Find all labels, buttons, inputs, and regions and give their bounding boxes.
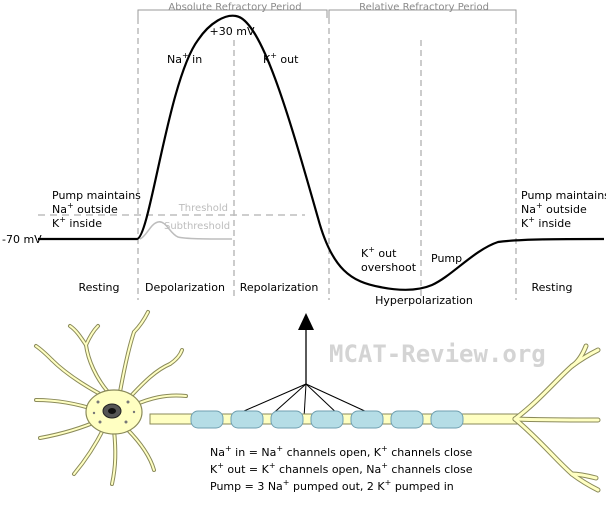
svg-text:K+ inside: K+ inside <box>52 215 102 230</box>
legend: Na+ in = Na+ channels open, K+ channels … <box>210 444 473 493</box>
resting-potential-label: -70 mV <box>2 233 42 246</box>
subthreshold-label: Subthreshold <box>164 221 230 232</box>
k-out-overshoot-label: K+ out overshoot <box>361 245 417 274</box>
absolute-refractory-bracket <box>137 9 328 18</box>
k-out-label: K+ out <box>263 51 299 66</box>
svg-text:Pump maintains: Pump maintains <box>521 189 606 202</box>
hyperpolarization-label: Hyperpolarization <box>375 294 473 307</box>
subthreshold-curve <box>139 221 233 240</box>
myelin-4 <box>310 410 344 429</box>
legend-line-2: K+ out = K+ channels open, Na+ channels … <box>210 461 473 476</box>
relative-refractory-label: Relative Refractory Period <box>359 2 489 13</box>
pump-maintains-right: Pump maintains Na+ outside K+ inside <box>521 189 606 230</box>
action-potential-curve <box>38 14 605 291</box>
relative-refractory-bracket <box>328 9 517 18</box>
svg-text:Na+ outside: Na+ outside <box>52 201 118 216</box>
svg-text:K+ out: K+ out <box>361 245 397 260</box>
myelin-5 <box>350 410 384 429</box>
svg-text:Na+ outside: Na+ outside <box>521 201 587 216</box>
watermark: MCAT-Review.org <box>329 340 546 368</box>
myelin-3 <box>270 410 304 429</box>
peak-label: +30 mV <box>210 25 255 38</box>
absolute-refractory-label: Absolute Refractory Period <box>168 2 301 13</box>
threshold-label: Threshold <box>178 203 228 214</box>
myelin-2 <box>230 410 264 429</box>
legend-line-1: Na+ in = Na+ channels open, K+ channels … <box>210 444 473 459</box>
up-arrow-icon <box>298 313 314 384</box>
phase-depolarization: Depolarization <box>145 281 225 294</box>
svg-text:K+ inside: K+ inside <box>521 215 571 230</box>
myelin-7 <box>430 410 464 429</box>
svg-text:Pump maintains: Pump maintains <box>52 189 141 202</box>
myelin-sheaths <box>190 410 464 429</box>
myelin-1 <box>190 410 224 429</box>
phase-dividers <box>137 18 517 300</box>
svg-text:overshoot: overshoot <box>361 261 417 274</box>
myelin-6 <box>390 410 424 429</box>
phase-repolarization: Repolarization <box>240 281 319 294</box>
phase-resting-left: Resting <box>79 281 120 294</box>
na-in-label: Na+ in <box>167 51 202 66</box>
pump-label: Pump <box>431 252 462 265</box>
phase-resting-right: Resting <box>532 281 573 294</box>
neuron-illustration <box>34 310 601 493</box>
legend-line-3: Pump = 3 Na+ pumped out, 2 K+ pumped in <box>210 478 454 493</box>
pump-maintains-left: Pump maintains Na+ outside K+ inside <box>52 189 141 230</box>
organelles <box>92 400 136 424</box>
